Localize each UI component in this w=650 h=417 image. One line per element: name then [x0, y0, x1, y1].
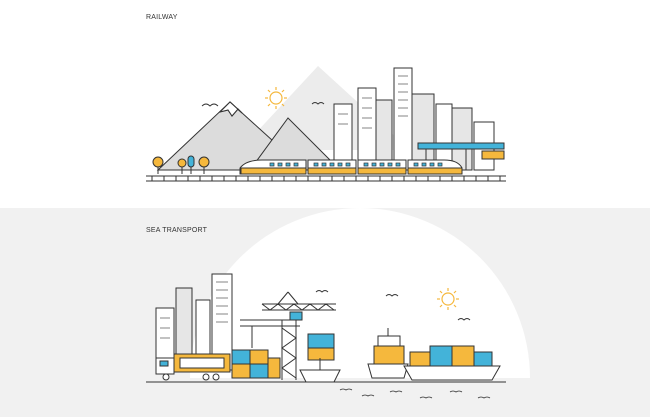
ship-icon [403, 345, 501, 381]
sun-icon [265, 87, 287, 109]
train-icon [239, 159, 463, 175]
building-windows [160, 281, 228, 339]
crane-icon [261, 291, 336, 321]
railway-section: RAILWAY [0, 0, 650, 208]
snow-cap [218, 101, 243, 117]
rail-sleepers [151, 176, 501, 181]
bird-icon [201, 102, 325, 107]
background-circle [190, 208, 530, 378]
sea-transport-title: SEA TRANSPORT [146, 227, 208, 234]
mountain-icon [156, 101, 342, 171]
train-windows [269, 162, 443, 167]
railway-title: RAILWAY [146, 14, 178, 21]
railway-track [146, 175, 506, 182]
container-icon [231, 333, 335, 379]
railway-illustration [146, 66, 506, 182]
building-windows [338, 75, 408, 129]
sea-transport-illustration [146, 208, 530, 399]
tree-icon [152, 155, 210, 174]
sea-transport-section: SEA TRANSPORT [0, 208, 650, 417]
skyline-icon [333, 67, 495, 171]
ship-icon [367, 328, 409, 379]
wave-icon [339, 388, 491, 399]
sun-icon [437, 288, 459, 310]
bird-icon [315, 290, 471, 321]
truck-icon [155, 353, 231, 381]
